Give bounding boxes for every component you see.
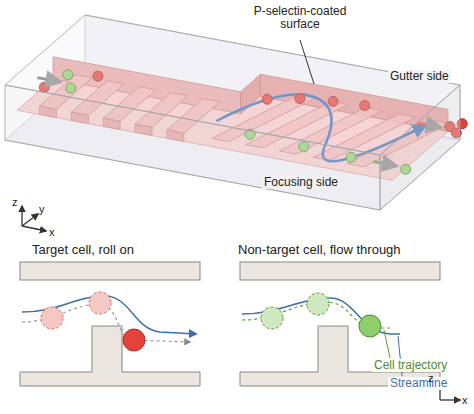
label: Cell trajectory	[372, 359, 449, 372]
label: Target cell, roll on	[32, 243, 134, 257]
label: P-selectin-coated surface	[250, 5, 350, 31]
leader-line	[300, 40, 314, 84]
target-panel	[20, 262, 200, 386]
channel-part	[5, 15, 460, 155]
label: x	[462, 394, 468, 406]
label: Focusing side	[262, 176, 340, 189]
label: z	[12, 196, 18, 208]
label: Non-target cell, flow through	[238, 243, 401, 257]
channel-part	[380, 85, 460, 210]
label: Streamline	[388, 377, 449, 390]
label: Gutter side	[388, 70, 451, 83]
label: x	[49, 226, 55, 238]
label: y	[39, 203, 45, 215]
label: z	[428, 372, 434, 384]
